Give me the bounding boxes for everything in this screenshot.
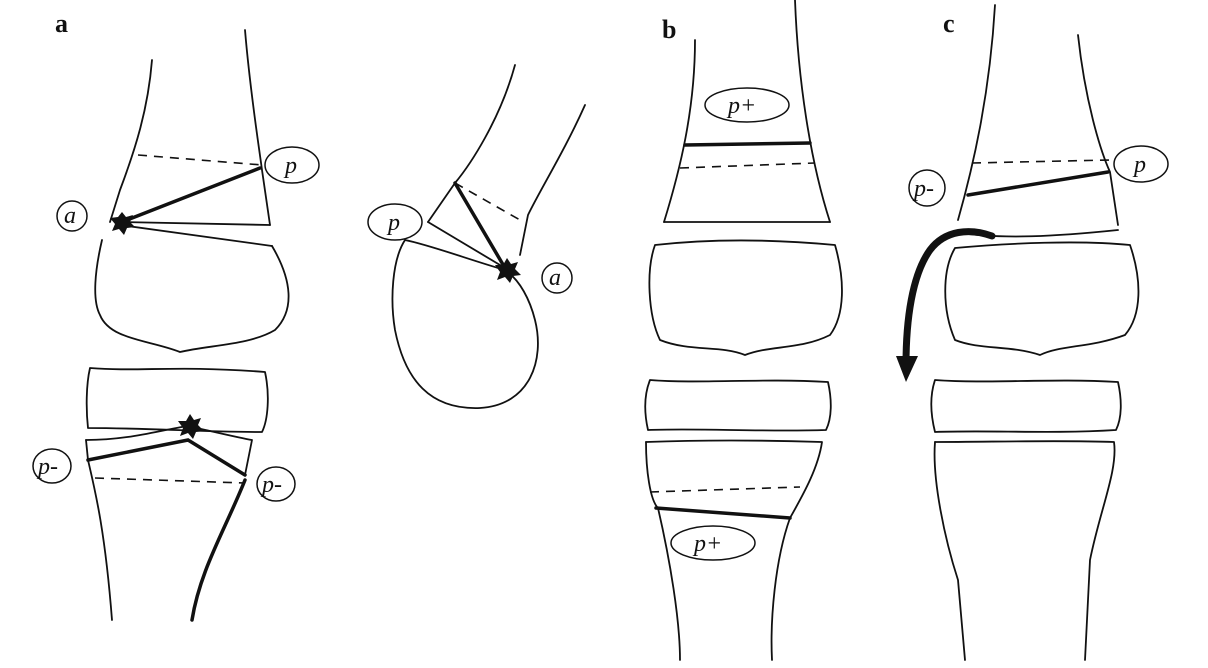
panel-b-tibia xyxy=(644,379,832,661)
svg-text:p: p xyxy=(1132,152,1146,178)
svg-text:p-: p- xyxy=(260,472,282,498)
panel-c-tibia xyxy=(930,379,1122,661)
fracture-star-icon xyxy=(178,414,204,439)
svg-text:p+: p+ xyxy=(726,93,756,119)
label-a-lateral-a: a xyxy=(541,262,573,294)
fracture-star-icon xyxy=(495,258,521,283)
label-b-femur-p: p+ xyxy=(704,87,790,123)
svg-text:p-: p- xyxy=(36,454,58,480)
panel-label-a: a xyxy=(55,9,68,38)
panel-c-femur xyxy=(896,4,1140,382)
panel-a-tibia xyxy=(85,367,269,622)
label-c-femur-p-left: p- xyxy=(908,169,946,207)
label-a-femur-p: p xyxy=(264,146,320,184)
panel-a-femur xyxy=(94,29,290,353)
label-a-femur-a: a xyxy=(56,200,88,232)
svg-text:a: a xyxy=(64,203,76,229)
fracture-star-icon xyxy=(110,212,135,235)
label-a-tibia-p-right: p- xyxy=(256,466,296,502)
svg-text:p+: p+ xyxy=(692,531,722,557)
label-b-tibia-p: p+ xyxy=(670,525,756,561)
panel-b-femur xyxy=(648,0,843,356)
displacement-arrow-icon xyxy=(902,228,996,369)
svg-text:p: p xyxy=(386,210,400,236)
label-c-femur-p-right: p xyxy=(1113,145,1169,183)
svg-text:a: a xyxy=(549,265,561,291)
panel-label-b: b xyxy=(662,15,676,44)
svg-text:p: p xyxy=(283,153,297,179)
panel-a-lateral xyxy=(391,64,586,409)
svg-text:p-: p- xyxy=(912,176,934,202)
label-a-lateral-p: p xyxy=(367,203,423,241)
panel-label-c: c xyxy=(943,9,955,38)
label-a-tibia-p-left: p- xyxy=(32,448,72,484)
arrowhead-icon xyxy=(896,356,918,382)
